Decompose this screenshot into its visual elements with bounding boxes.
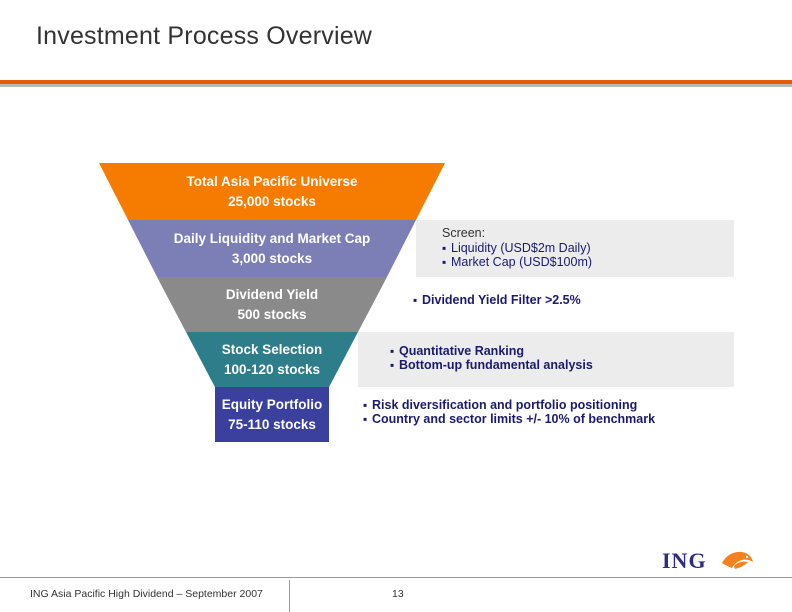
ranking-panel-bullet-2: ▪ Bottom-up fundamental analysis xyxy=(390,358,734,372)
portfolio-panel: ▪ Risk diversification and portfolio posi… xyxy=(329,387,734,442)
portfolio-panel-bullet-1: ▪ Risk diversification and portfolio posi… xyxy=(363,398,734,412)
bullet-square-icon: ▪ xyxy=(390,344,395,358)
band-line2: 100-120 stocks xyxy=(223,361,321,377)
bullet-text: Quantitative Ranking xyxy=(399,344,525,358)
screen-panel-bullet-1: ▪ Liquidity (USD$2m Daily) xyxy=(442,241,734,255)
band-line2: 500 stocks xyxy=(237,306,307,322)
secondary-rule xyxy=(0,84,792,87)
band-line1: Stock Selection xyxy=(221,341,323,357)
bullet-text: Bottom-up fundamental analysis xyxy=(399,358,593,372)
ing-logo: ING xyxy=(662,548,758,574)
funnel-band-equity-portfolio: Equity Portfolio 75-110 stocks xyxy=(215,387,329,442)
ranking-panel: ▪ Quantitative Ranking ▪ Bottom-up fundame… xyxy=(358,332,734,387)
bullet-text: Liquidity (USD$2m Daily) xyxy=(451,241,591,255)
band-line1: Daily Liquidity and Market Cap xyxy=(173,230,371,246)
band-line2: 75-110 stocks xyxy=(228,416,316,432)
accent-rule xyxy=(0,80,792,84)
screen-panel: Screen: ▪ Liquidity (USD$2m Daily) ▪ Marke… xyxy=(416,220,734,277)
footer-divider xyxy=(289,580,290,612)
lion-icon xyxy=(722,551,753,569)
portfolio-panel-bullet-2: ▪ Country and sector limits +/- 10% of be… xyxy=(363,412,734,426)
funnel-band-dividend-yield: Dividend Yield 500 stocks xyxy=(157,277,387,332)
band-line2: 25,000 stocks xyxy=(228,193,316,209)
band-line1: Equity Portfolio xyxy=(221,396,323,412)
logo-text: ING xyxy=(662,548,707,573)
bullet-text: Risk diversification and portfolio posit… xyxy=(372,398,638,412)
bullet-square-icon: ▪ xyxy=(390,358,395,372)
bullet-text: Market Cap (USD$100m) xyxy=(451,255,593,269)
footer-source-text: ING Asia Pacific High Dividend – Septemb… xyxy=(30,588,263,600)
footer-rule xyxy=(0,577,792,578)
funnel-band-stock-selection: Stock Selection 100-120 stocks xyxy=(186,332,358,387)
bullet-square-icon: ▪ xyxy=(363,412,368,426)
band-line1: Dividend Yield xyxy=(225,286,319,302)
dividend-filter-bullet-1: ▪ Dividend Yield Filter >2.5% xyxy=(413,293,734,307)
bullet-text: Country and sector limits +/- 10% of ben… xyxy=(372,412,656,426)
funnel-band-daily-liquidity: Daily Liquidity and Market Cap 3,000 sto… xyxy=(128,220,416,277)
bullet-square-icon: ▪ xyxy=(363,398,368,412)
funnel-band-total-universe: Total Asia Pacific Universe 25,000 stock… xyxy=(99,163,445,220)
dividend-filter-panel: ▪ Dividend Yield Filter >2.5% xyxy=(387,277,734,332)
bullet-square-icon: ▪ xyxy=(413,293,418,307)
page-title: Investment Process Overview xyxy=(36,22,373,50)
bullet-square-icon: ▪ xyxy=(442,241,447,255)
screen-panel-bullet-2: ▪ Market Cap (USD$100m) xyxy=(442,255,734,269)
ranking-panel-bullet-1: ▪ Quantitative Ranking xyxy=(390,344,734,358)
band-line2: 3,000 stocks xyxy=(231,250,313,266)
band-line1: Total Asia Pacific Universe xyxy=(186,173,358,189)
bullet-square-icon: ▪ xyxy=(442,255,447,269)
page-number: 13 xyxy=(392,588,404,600)
bullet-text: Dividend Yield Filter >2.5% xyxy=(422,293,581,307)
screen-panel-heading: Screen: xyxy=(442,226,486,240)
